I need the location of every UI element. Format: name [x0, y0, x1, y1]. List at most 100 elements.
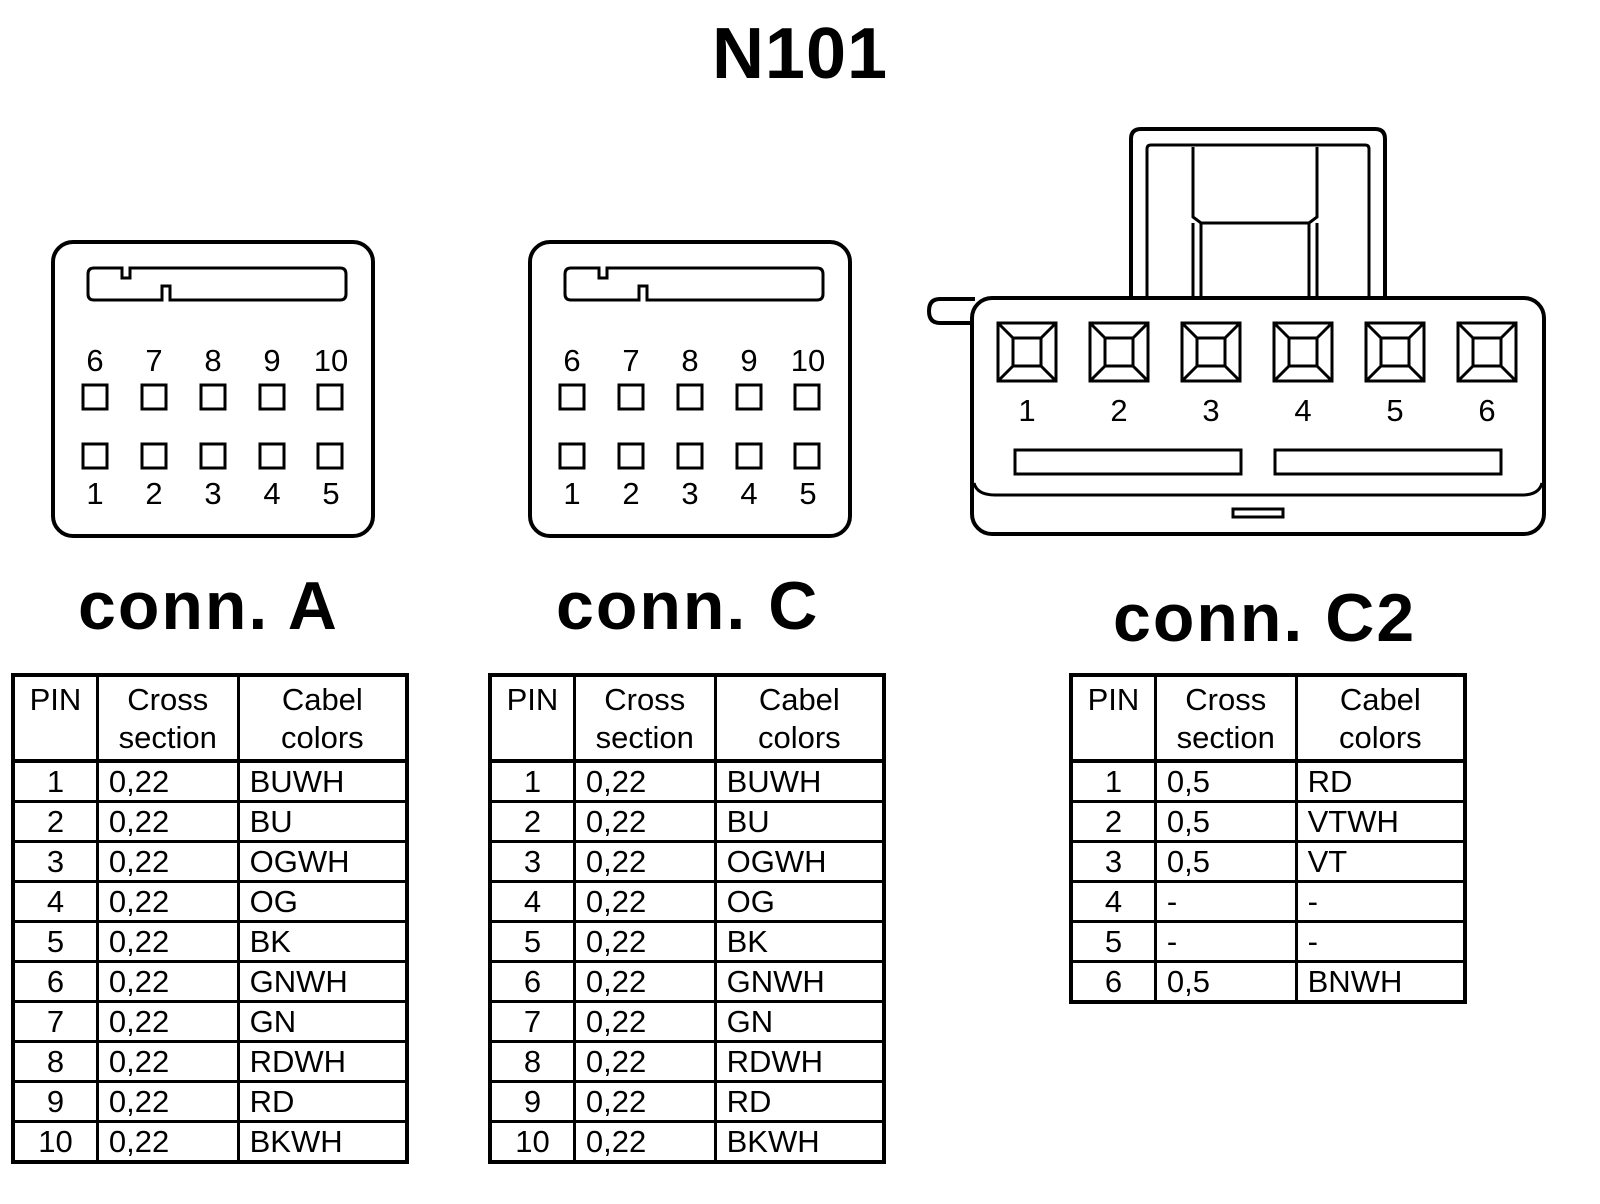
cable-color-cell: VTWH	[1294, 800, 1467, 842]
cross-section-cell: 0,22	[95, 759, 240, 802]
pin-cell: 7	[11, 1000, 99, 1042]
pin-cell: 6	[1069, 960, 1157, 1002]
cross-section-cell: 0,22	[95, 1000, 240, 1042]
cross-section-cell: 0,22	[95, 960, 240, 1002]
cross-section-cell: 0,22	[95, 840, 240, 882]
cross-section-cell: 0,22	[572, 840, 717, 882]
cross-section-cell: 0,22	[572, 960, 717, 1002]
cable-color-cell: -	[1294, 920, 1467, 962]
pin-cell: 1	[488, 759, 576, 802]
connector-c2-slot-right	[1273, 448, 1503, 476]
pin-label: 3	[1202, 393, 1219, 428]
cross-section-cell: 0,22	[572, 800, 717, 842]
pin-cell: 9	[488, 1080, 576, 1122]
header-pin: PIN	[488, 673, 576, 763]
pin-label: 6	[1478, 393, 1495, 428]
cable-color-cell: GNWH	[236, 960, 409, 1002]
pin-label: 5	[322, 476, 339, 511]
cable-color-cell: BU	[713, 800, 886, 842]
connector-c-label: conn. C	[556, 568, 820, 644]
cross-section-cell: 0,22	[95, 1080, 240, 1122]
cross-section-cell: 0,5	[1153, 800, 1298, 842]
cable-color-cell: BNWH	[1294, 960, 1467, 1002]
pin-cell: 2	[11, 800, 99, 842]
header-cross-section: Cross section	[1153, 673, 1298, 763]
cross-section-cell: 0,22	[95, 920, 240, 962]
cross-section-cell: 0,22	[95, 1120, 240, 1162]
pin-cell: 7	[488, 1000, 576, 1042]
cable-color-cell: RD	[236, 1080, 409, 1122]
connector-a-drawing: 6 7 8 9 10 1 2 3 4 5	[51, 240, 375, 538]
pin-cell: 3	[488, 840, 576, 882]
cable-color-cell: RD	[713, 1080, 886, 1122]
table-row: 5--	[1069, 920, 1467, 962]
cross-section-cell: 0,22	[572, 1080, 717, 1122]
cross-section-cell: 0,5	[1153, 840, 1298, 882]
connector-c2-latch-tongue	[1191, 147, 1319, 225]
pin-label: 6	[86, 343, 103, 378]
pin-cell: 5	[1069, 920, 1157, 962]
pin-label: 8	[204, 343, 221, 378]
pin-label: 10	[791, 343, 825, 378]
pin-cell: 3	[1069, 840, 1157, 882]
connector-c2-side-tab	[926, 297, 975, 325]
pin-cell: 2	[1069, 800, 1157, 842]
cable-color-cell: GN	[236, 1000, 409, 1042]
pin-cell: 8	[488, 1040, 576, 1082]
cross-section-cell: 0,22	[572, 1040, 717, 1082]
cable-color-cell: OGWH	[236, 840, 409, 882]
pin-cell: 5	[11, 920, 99, 962]
pin-label: 6	[563, 343, 580, 378]
cable-color-cell: BK	[236, 920, 409, 962]
header-pin: PIN	[11, 673, 99, 763]
cable-color-cell: BKWH	[236, 1120, 409, 1162]
pin-cell: 5	[488, 920, 576, 962]
cable-color-cell: RD	[1294, 759, 1467, 802]
pin-label: 2	[622, 476, 639, 511]
cross-section-cell: 0,22	[572, 1000, 717, 1042]
cable-color-cell: BUWH	[236, 759, 409, 802]
pin-label: 3	[204, 476, 221, 511]
cross-section-cell: 0,22	[572, 920, 717, 962]
pin-label: 7	[145, 343, 162, 378]
pin-cell: 6	[488, 960, 576, 1002]
header-cross-section: Cross section	[95, 673, 240, 763]
cross-section-cell: 0,22	[572, 759, 717, 802]
table-row: 4--	[1069, 880, 1467, 922]
pin-label: 1	[86, 476, 103, 511]
pin-label: 5	[1386, 393, 1403, 428]
cross-section-cell: 0,22	[95, 800, 240, 842]
connector-c2-latch-frame	[1129, 127, 1387, 300]
cross-section-cell: 0,5	[1153, 960, 1298, 1002]
pin-label: 10	[314, 343, 348, 378]
connector-c2-pins	[996, 321, 1518, 383]
pin-cell: 1	[1069, 759, 1157, 802]
pin-cell: 4	[488, 880, 576, 922]
connector-c2-slot-left	[1013, 448, 1243, 476]
header-cable-colors: Cabel colors	[1294, 673, 1467, 763]
cable-color-cell: RDWH	[713, 1040, 886, 1082]
cable-color-cell: BU	[236, 800, 409, 842]
pin-label: 8	[681, 343, 698, 378]
cable-color-cell: GN	[713, 1000, 886, 1042]
cross-section-cell: -	[1153, 920, 1298, 962]
